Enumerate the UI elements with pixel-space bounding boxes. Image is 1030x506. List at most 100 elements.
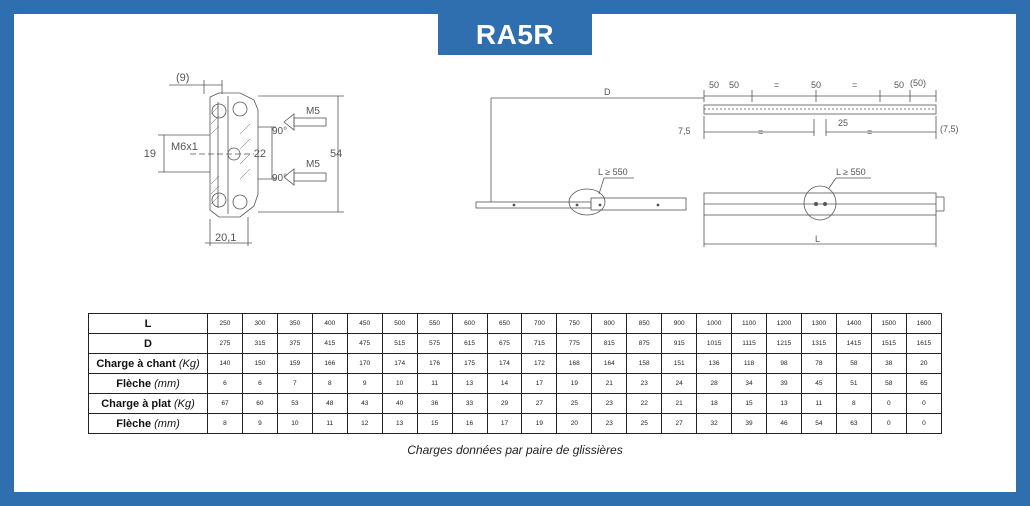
table-cell: 33	[451, 393, 488, 414]
table-cell: 300	[241, 313, 278, 334]
table-cell: 170	[346, 353, 383, 374]
table-cell: 172	[521, 353, 558, 374]
row-header: L	[88, 313, 208, 334]
table-caption: Charges données par paire de glissières	[407, 443, 623, 457]
row-unit: (Kg)	[178, 357, 200, 370]
table-cell: 13	[451, 373, 488, 394]
table-cell: 21	[661, 393, 698, 414]
table-cell: 23	[591, 393, 628, 414]
table-cell: 475	[346, 333, 383, 354]
table-cell: 25	[626, 413, 663, 434]
table-cell: 14	[486, 373, 523, 394]
table-cell: 10	[276, 413, 313, 434]
row-label: Charge à chant	[96, 357, 179, 370]
table-cell: 8	[311, 373, 348, 394]
table-cell: 9	[241, 413, 278, 434]
table-cell: 400	[311, 313, 348, 334]
table-cell: 39	[766, 373, 802, 394]
row-unit: (Kg)	[173, 397, 195, 410]
table-cell: 168	[556, 353, 593, 374]
table-cell: 27	[661, 413, 698, 434]
table-cell: 29	[486, 393, 523, 414]
dim-50b: 50	[729, 80, 739, 90]
table-cell: 350	[276, 313, 313, 334]
table-cell: 675	[486, 333, 523, 354]
table-cell: 875	[626, 333, 663, 354]
table-cell: 600	[451, 313, 488, 334]
table-cell: 0	[870, 413, 907, 434]
table-cell: 1000	[696, 313, 733, 334]
row-unit: (mm)	[154, 417, 180, 430]
table-cell: 13	[766, 393, 802, 414]
table-cell: 6	[207, 373, 243, 394]
dim-top-label: (9)	[176, 72, 189, 84]
table-cell: 10	[381, 373, 418, 394]
table-cell: 500	[381, 313, 418, 334]
table-cell: 450	[346, 313, 383, 334]
table-cell: 34	[731, 373, 767, 394]
table-cell: 575	[416, 333, 453, 354]
table-cell: 54	[800, 413, 837, 434]
table-cell: 175	[451, 353, 488, 374]
table-cell: 23	[591, 413, 628, 434]
dim-7-5: 7,5	[678, 126, 691, 136]
table-cell: 17	[521, 373, 558, 394]
table-cell: 11	[800, 393, 837, 414]
table-cell: 9	[346, 373, 383, 394]
dim-eq3: =	[758, 127, 763, 137]
label-d: D	[604, 87, 611, 97]
table-cell: 1400	[835, 313, 872, 334]
thread-label: M6x1	[171, 141, 198, 153]
row-header: Flèche (mm)	[88, 373, 208, 394]
table-cell: 1300	[800, 313, 837, 334]
table-cell: 0	[870, 393, 907, 414]
table-cell: 915	[661, 333, 698, 354]
table-cell: 13	[381, 413, 418, 434]
table-cell: 21	[591, 373, 628, 394]
table-cell: 550	[416, 313, 453, 334]
table-cell: 78	[800, 353, 837, 374]
table-cell: 1415	[835, 333, 872, 354]
row-unit: (mm)	[154, 377, 180, 390]
drawing-sheet: RA5R	[14, 14, 1016, 492]
table-cell: 140	[207, 353, 243, 374]
table-cell: 650	[486, 313, 523, 334]
table-cell: 7	[276, 373, 313, 394]
table-cell: 275	[207, 333, 243, 354]
table-cell: 60	[241, 393, 278, 414]
table-cell: 11	[311, 413, 348, 434]
row-header: Flèche (mm)	[88, 413, 208, 434]
table-cell: 58	[835, 353, 872, 374]
table-cell: 39	[731, 413, 767, 434]
dim-54-label: 54	[330, 148, 342, 160]
table-cell: 15	[416, 413, 453, 434]
screw-bottom-label: M5	[306, 159, 320, 170]
table-cell: 375	[276, 333, 313, 354]
table-cell: 715	[521, 333, 558, 354]
dim-50e: (50)	[910, 78, 926, 88]
table-cell: 250	[207, 313, 243, 334]
table-cell: 27	[521, 393, 558, 414]
table-cell: 1315	[800, 333, 837, 354]
table-cell: 1515	[870, 333, 907, 354]
dim-19-label: 19	[144, 148, 156, 160]
screw-top-label: M5	[306, 106, 320, 117]
table-cell: 815	[591, 333, 628, 354]
table-cell: 17	[486, 413, 523, 434]
table-cell: 19	[521, 413, 558, 434]
table-cell: 159	[276, 353, 313, 374]
row-header: Charge à chant (Kg)	[88, 353, 208, 374]
detail-left-label: L ≥ 550	[598, 167, 628, 177]
table-cell: 1600	[905, 313, 943, 334]
table-cell: 65	[905, 373, 943, 394]
table-cell: 615	[451, 333, 488, 354]
screw-top-angle: 90°	[272, 126, 287, 137]
screw-bottom-angle: 90°	[272, 173, 287, 184]
table-cell: 1615	[905, 333, 943, 354]
